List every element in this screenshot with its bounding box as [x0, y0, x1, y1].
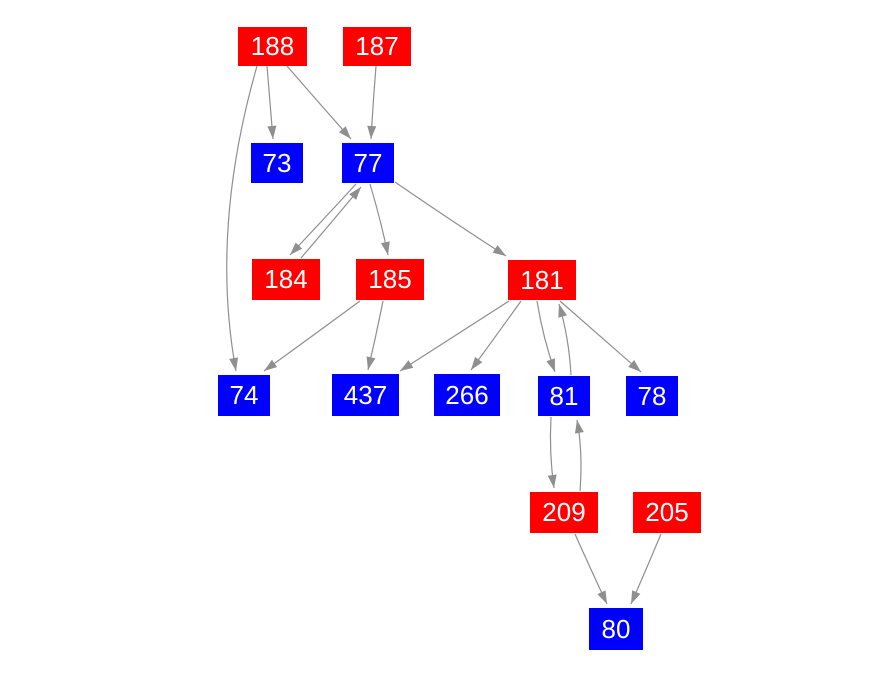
- arrowhead-icon: [380, 241, 390, 255]
- edge-77-to-184: [289, 183, 357, 256]
- arrowhead-icon: [597, 590, 607, 604]
- edge-181-to-78: [559, 300, 642, 373]
- graph-node-205: 205: [633, 492, 701, 533]
- edge-184-to-77: [300, 186, 362, 259]
- arrowhead-icon: [264, 359, 278, 371]
- graph-node-437: 437: [332, 374, 399, 416]
- edge-188-to-74: [226, 65, 258, 372]
- arrowhead-icon: [558, 304, 567, 318]
- graph-node-181: 181: [508, 260, 576, 300]
- arrowhead-icon: [547, 474, 557, 488]
- graph-node-74: 74: [218, 375, 270, 416]
- arrowhead-icon: [366, 356, 376, 370]
- graph-node-266: 266: [434, 374, 500, 416]
- edge-77-to-181: [394, 181, 507, 257]
- edge-181-to-437: [399, 300, 510, 372]
- graph-node-78: 78: [626, 376, 678, 416]
- edge-188-to-77: [286, 65, 352, 140]
- graph-node-81: 81: [538, 376, 590, 416]
- graph-node-185: 185: [356, 259, 424, 300]
- arrowhead-icon: [267, 125, 277, 139]
- graph-node-80: 80: [589, 608, 643, 650]
- arrowhead-icon: [349, 187, 361, 200]
- graph-node-73: 73: [251, 143, 303, 183]
- arrowhead-icon: [471, 356, 483, 370]
- arrowhead-icon: [574, 420, 584, 434]
- graph-node-188: 188: [238, 27, 307, 66]
- arrowhead-icon: [400, 360, 414, 371]
- graph-node-77: 77: [342, 143, 394, 183]
- arrowhead-icon: [229, 357, 239, 371]
- arrowhead-icon: [492, 245, 506, 256]
- graph-node-187: 187: [343, 27, 411, 66]
- graph-node-209: 209: [530, 492, 598, 533]
- edge-185-to-74: [263, 300, 361, 372]
- arrowhead-icon: [546, 358, 555, 372]
- arrowhead-icon: [338, 126, 351, 139]
- arrowhead-icon: [290, 242, 303, 255]
- graph-node-184: 184: [252, 259, 320, 300]
- arrowhead-icon: [367, 125, 377, 139]
- arrowhead-icon: [631, 590, 641, 604]
- arrowhead-icon: [628, 360, 641, 372]
